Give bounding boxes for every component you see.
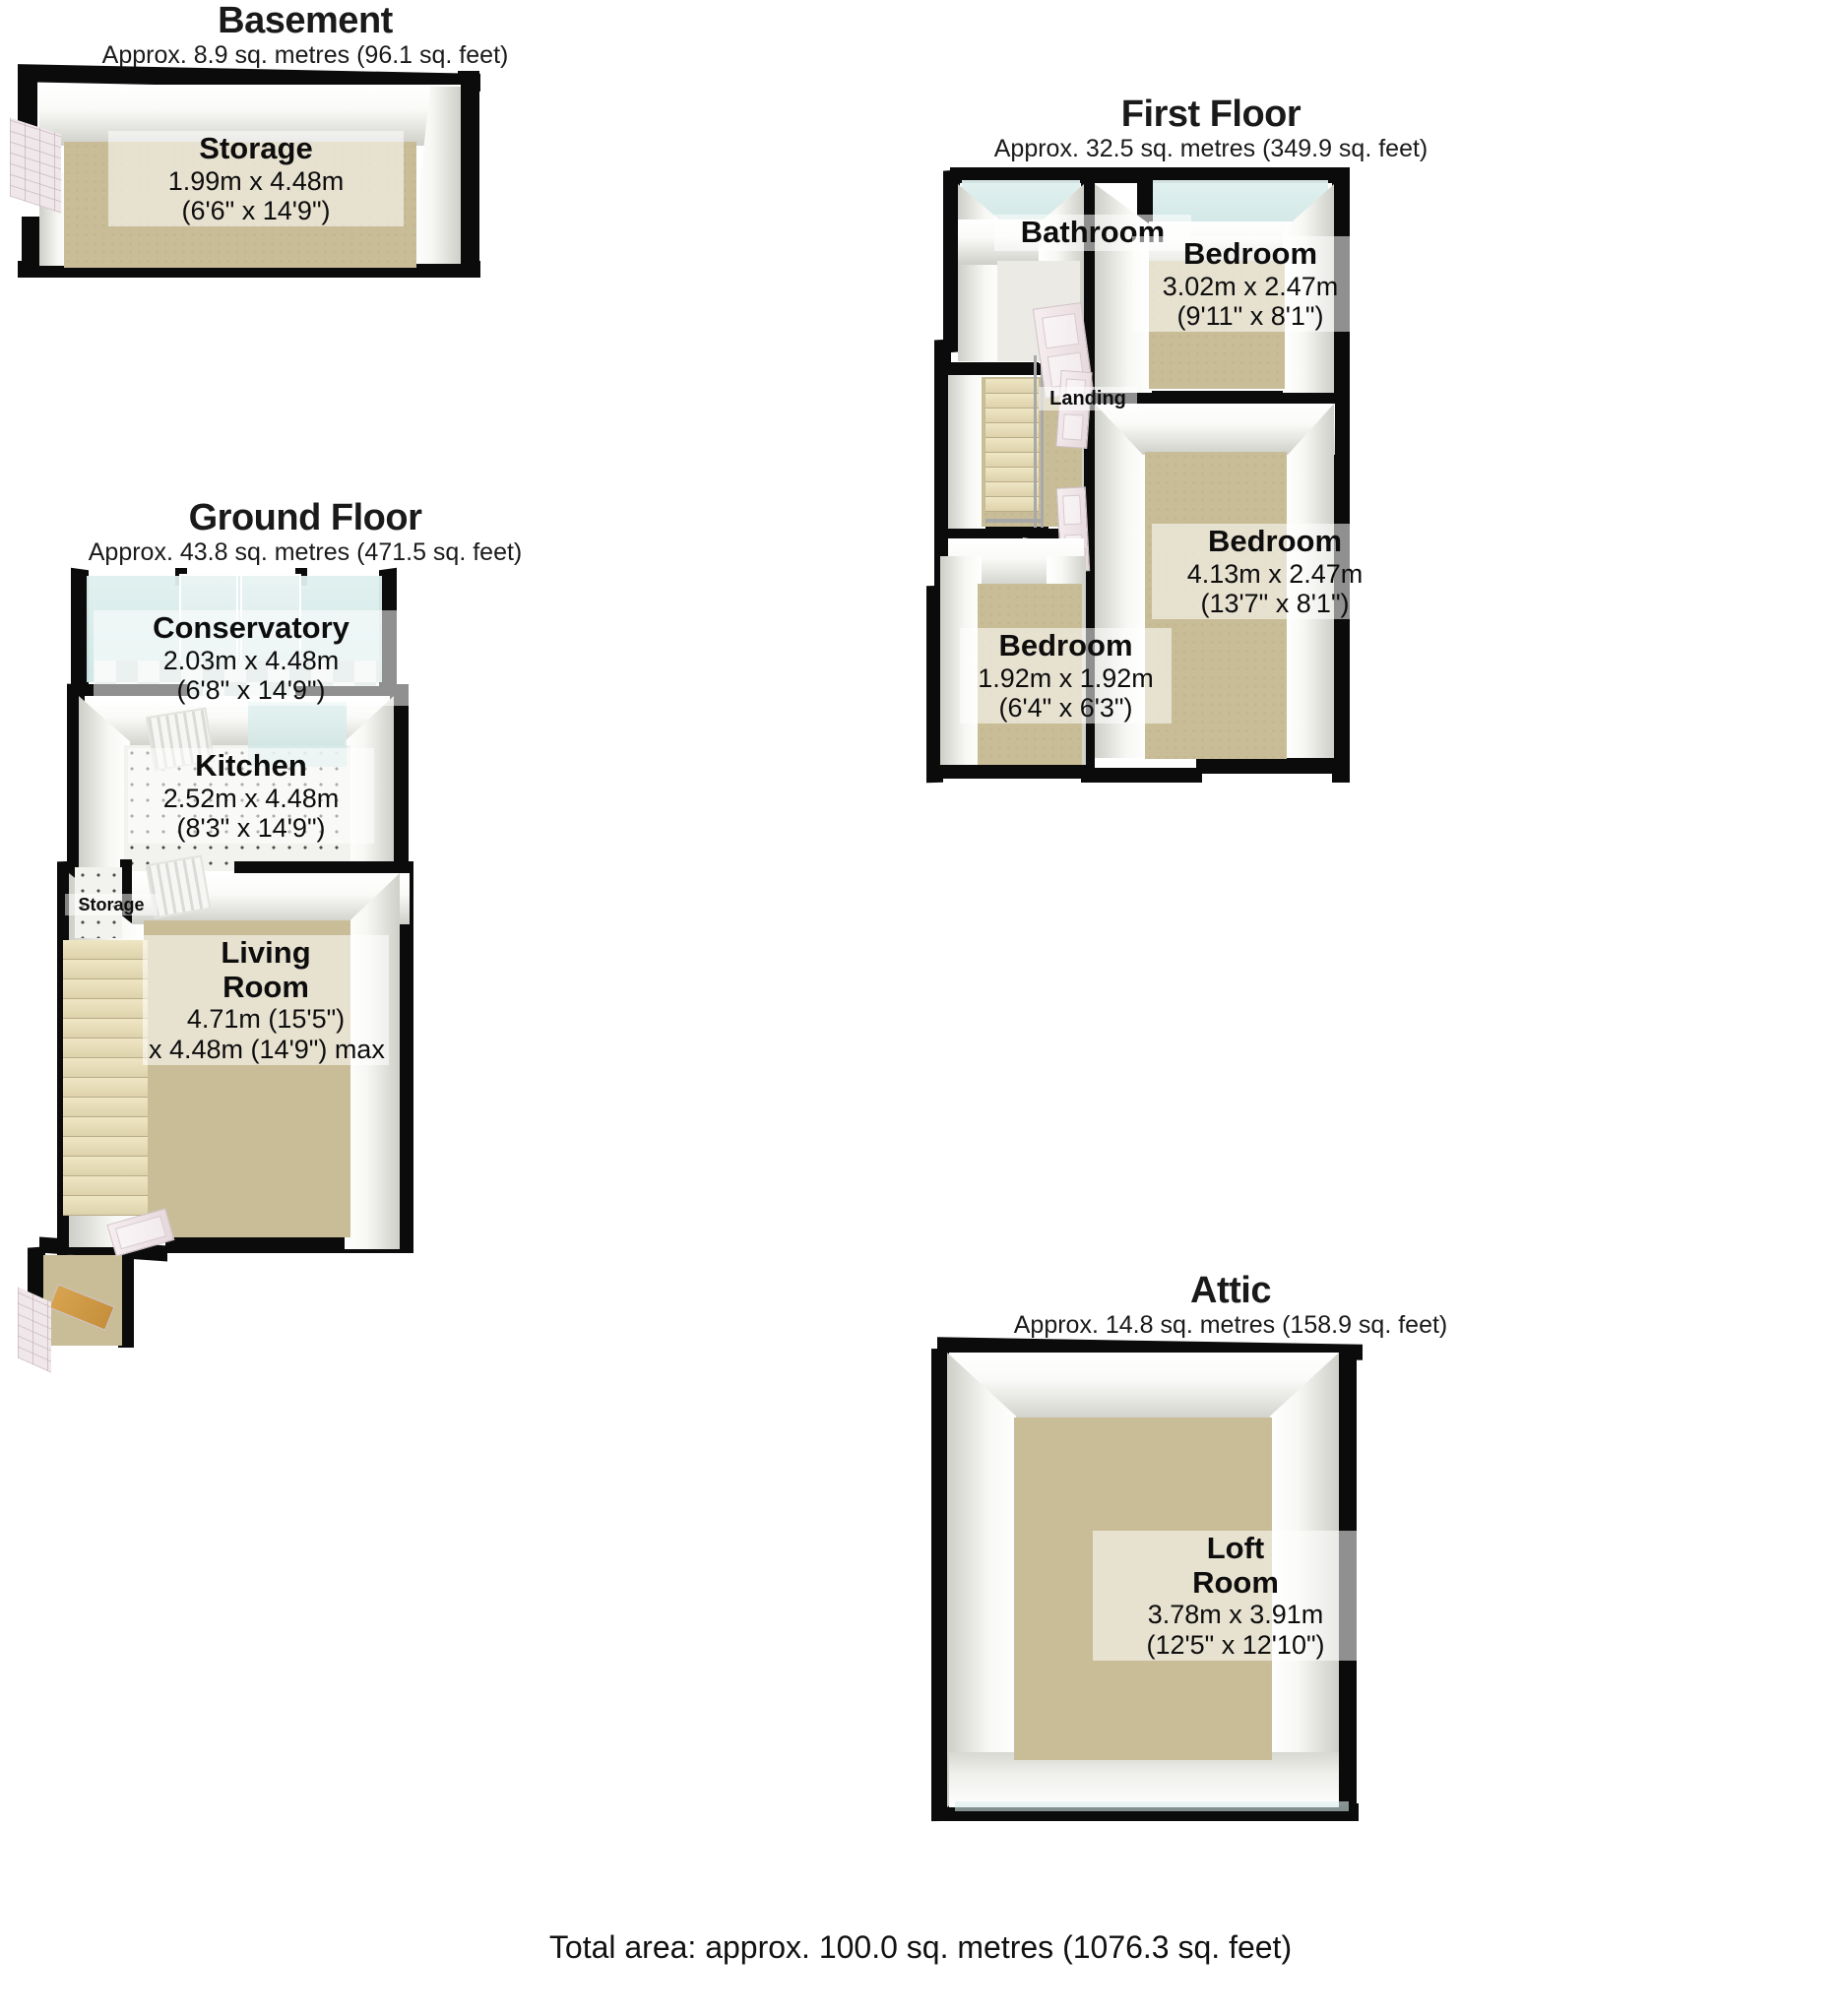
room-dim-metric: 2.03m x 4.48m <box>162 645 340 675</box>
room-name: Landing <box>1049 388 1126 410</box>
basement-title: Basement <box>218 0 393 41</box>
ff-stair-rail-post <box>1041 355 1044 528</box>
room-dim-imperial: (6'4" x 6'3") <box>998 692 1133 723</box>
room-label-landing: Landing <box>1039 387 1137 411</box>
room-dim-imperial: (12'5" x 12'10") <box>1146 1629 1325 1660</box>
gf-staircase <box>63 940 148 1235</box>
room-dim-imperial: (8'3" x 14'9") <box>176 812 326 843</box>
room-name: Storage <box>199 131 313 165</box>
gf-kitchen-wall-right <box>389 684 409 871</box>
room-name-line1: Loft <box>1206 1531 1265 1565</box>
ff-bed2-wall-back <box>1095 404 1335 455</box>
room-dim-imperial: x 4.48m (14'9") max <box>149 1034 385 1064</box>
room-label-conservatory: Conservatory 2.03m x 4.48m (6'8" x 14'9"… <box>94 610 409 707</box>
room-label-bedroom-3: Bedroom 1.92m x 1.92m (6'4" x 6'3") <box>960 628 1172 724</box>
total-area-text: Total area: approx. 100.0 sq. metres (10… <box>548 1929 1293 1965</box>
ff-wall-bottom-left <box>926 763 1084 779</box>
ff-wall-landing-partition <box>948 527 1086 538</box>
room-label-living-room: Living Room 4.71m (15'5") x 4.48m (14'9"… <box>143 935 389 1065</box>
room-label-bedroom-1: Bedroom 3.02m x 2.47m (9'11" x 8'1") <box>1132 236 1368 333</box>
room-dim-metric: 2.52m x 4.48m <box>162 783 340 813</box>
gf-storage-floor <box>75 867 122 938</box>
ff-wall-top-mid <box>1074 167 1151 183</box>
basement-subtitle: Approx. 8.9 sq. metres (96.1 sq. feet) <box>101 41 509 69</box>
attic-wall-inner-back <box>949 1353 1339 1421</box>
room-dim-metric: 3.02m x 2.47m <box>1162 271 1339 301</box>
attic-wall-inner-left <box>947 1353 1016 1807</box>
first-floor-title: First Floor <box>1120 94 1301 135</box>
attic-subtitle: Approx. 14.8 sq. metres (158.9 sq. feet) <box>1013 1311 1448 1339</box>
room-label-kitchen: Kitchen 2.52m x 4.48m (8'3" x 14'9") <box>128 748 374 845</box>
room-name: Kitchen <box>195 748 307 783</box>
room-label-understairs-storage: Storage <box>65 894 158 916</box>
room-name: Bedroom <box>998 628 1133 662</box>
wall-right <box>458 71 479 278</box>
room-name: Conservatory <box>153 610 349 645</box>
first-floor-subtitle: Approx. 32.5 sq. metres (349.9 sq. feet) <box>993 135 1428 162</box>
room-name-line1: Living <box>221 935 311 970</box>
ff-wall-bedroom-divider <box>1095 391 1333 404</box>
gf-front-step <box>18 1287 51 1373</box>
ff-wall-top-right <box>1137 167 1349 183</box>
ff-stair-rail-rail <box>1034 355 1037 528</box>
attic-wall-inner-front <box>949 1752 1339 1807</box>
room-dim-imperial: (6'6" x 14'9") <box>181 195 331 225</box>
room-name: Bedroom <box>1207 524 1343 558</box>
ff-wall-bottom-right <box>1196 758 1344 774</box>
room-dim-metric: 4.13m x 2.47m <box>1186 558 1364 589</box>
ff-stair-rail-bottom <box>985 519 1043 523</box>
room-label-storage: Storage 1.99m x 4.48m (6'6" x 14'9") <box>108 131 404 227</box>
room-name: Storage <box>78 895 145 914</box>
ff-landing-wall-left <box>948 375 985 529</box>
ground-floor-subtitle: Approx. 43.8 sq. metres (471.5 sq. feet) <box>88 538 523 566</box>
room-dim-metric: 1.99m x 4.48m <box>167 165 345 196</box>
room-dim-imperial: (6'8" x 14'9") <box>176 674 326 705</box>
room-name-line2: Room <box>222 969 309 1004</box>
ff-staircase <box>985 379 1039 522</box>
wall-left-lower <box>22 217 41 271</box>
room-dim-metric: 1.92m x 1.92m <box>978 662 1154 693</box>
ground-floor-title: Ground Floor <box>188 497 422 538</box>
room-name: Bedroom <box>1182 236 1318 271</box>
room-dim-metric: 3.78m x 3.91m <box>1147 1600 1324 1630</box>
room-dim-imperial: (9'11" x 8'1") <box>1176 300 1324 331</box>
ff-wall-top-left <box>950 167 1088 183</box>
room-label-loft-room: Loft Room 3.78m x 3.91m (12'5" x 12'10") <box>1093 1531 1378 1661</box>
basement-brick-wall <box>10 117 61 214</box>
room-name-line2: Room <box>1192 1564 1279 1600</box>
room-label-bedroom-2: Bedroom 4.13m x 2.47m (13'7" x 8'1") <box>1152 524 1398 620</box>
room-dim-metric: 4.71m (15'5") <box>186 1004 346 1035</box>
room-dim-imperial: (13'7" x 8'1") <box>1200 588 1350 618</box>
attic-title: Attic <box>1190 1270 1271 1311</box>
attic-plan <box>916 1337 1428 1841</box>
gf-living-wall-top <box>234 861 408 875</box>
attic-edge-highlight <box>955 1801 1349 1811</box>
ff-wall-bottom-mid <box>1084 768 1202 783</box>
gf-hall-wall-right <box>118 1249 134 1348</box>
